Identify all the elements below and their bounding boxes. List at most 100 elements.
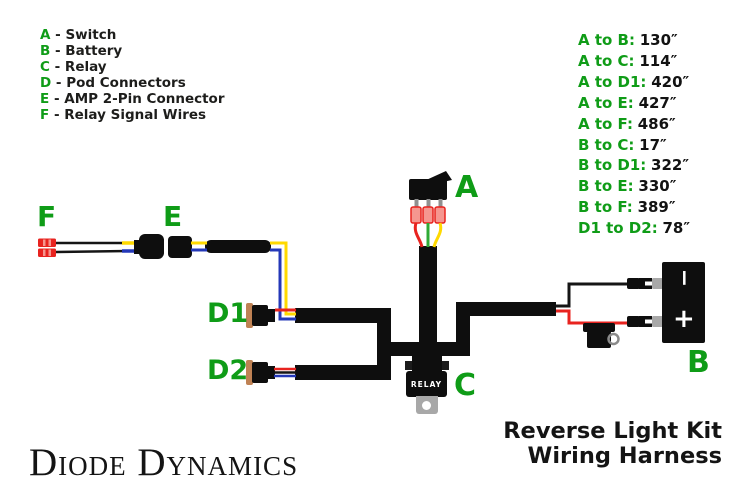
legend-letter: F — [40, 107, 50, 123]
spade-stripe — [43, 249, 46, 256]
diagram-title-line1: Reverse Light Kit — [503, 418, 722, 444]
battery-branch-loom — [456, 302, 556, 316]
legend-letter: A — [40, 27, 51, 43]
spade-terminal — [434, 206, 446, 224]
legend-text: - Relay — [54, 59, 107, 75]
legend-text: - Battery — [55, 43, 123, 59]
label-d2: D2 — [207, 355, 249, 386]
spade-terminal — [410, 206, 422, 224]
battery-stud-negative — [652, 278, 663, 289]
spade-stripe — [43, 239, 46, 246]
label-a: A — [455, 170, 479, 205]
amp-connector-half-left — [139, 234, 164, 259]
label-e: E — [163, 200, 183, 233]
legend-text: - Switch — [55, 27, 117, 43]
measurement-value: 114″ — [639, 51, 678, 70]
measurement-label: A to D1: — [578, 72, 647, 91]
measurement-row: B to E: 330″ — [578, 176, 690, 197]
legend-letter: B — [40, 43, 51, 59]
red-spade-terminal — [38, 238, 56, 247]
battery-wire-black — [556, 282, 628, 308]
measurement-value: 78″ — [662, 219, 691, 238]
measurement-value: 130″ — [639, 31, 678, 49]
switch-pin — [438, 199, 443, 209]
measurement-label: B to F: — [578, 198, 633, 217]
measurement-label: B to D1: — [578, 156, 647, 175]
label-f: F — [37, 200, 57, 233]
label-d1: D1 — [207, 298, 249, 329]
legend-item: D - Pod Connectors — [40, 75, 225, 91]
switch-pin — [426, 199, 431, 209]
legend-item: B - Battery — [40, 43, 225, 59]
measurement-value: 17″ — [639, 135, 667, 154]
d1-connector-nose — [266, 309, 275, 322]
measurement-value: 330″ — [638, 177, 677, 196]
relay-connector — [405, 356, 449, 372]
fork-prongs — [639, 278, 652, 289]
pod-branch-vertical-loom — [377, 308, 391, 380]
measurement-row: A to B: 130″ — [578, 30, 690, 51]
e-to-d1-wire-yellow — [270, 241, 296, 316]
fuse-pull-ring — [607, 332, 620, 346]
measurement-row: B to C: 17″ — [578, 135, 690, 156]
battery-plus-symbol: + — [673, 304, 695, 334]
spade-terminal — [422, 206, 434, 224]
switch-body — [409, 179, 447, 200]
relay-label: RELAY — [410, 379, 443, 389]
switch-assembly — [409, 171, 452, 248]
fork-body — [627, 278, 640, 289]
legend-letter: E — [40, 91, 50, 107]
fork-terminal-negative — [627, 278, 652, 289]
brand-logo: Diode Dynamics — [29, 441, 299, 484]
junction-bar-loom — [384, 342, 470, 356]
fuse-body — [587, 331, 611, 348]
measurement-row: A to F: 486″ — [578, 114, 690, 135]
measurement-label: B to C: — [578, 135, 635, 154]
d1-connector-body — [252, 305, 268, 326]
d2-loom — [295, 365, 390, 380]
battery-wiring — [556, 278, 663, 348]
measurement-label: A to E: — [578, 93, 634, 112]
measurement-value: 486″ — [637, 114, 676, 133]
relay-tab-hole — [422, 401, 431, 410]
spade-stripe — [48, 239, 51, 246]
legend-item: E - AMP 2-Pin Connector — [40, 91, 225, 107]
relay-connector-body — [412, 356, 442, 372]
relay-mounting-tab — [416, 396, 438, 414]
measurement-row: A to C: 114″ — [578, 51, 690, 72]
fork-body — [627, 316, 640, 327]
amp-connector-tab — [134, 240, 141, 254]
measurement-label: B to E: — [578, 177, 634, 196]
d1-connector-ring — [246, 303, 253, 328]
amp-connector — [134, 234, 207, 259]
d2-connector-ring — [246, 360, 253, 385]
d1-loom — [295, 308, 390, 323]
legend-item: F - Relay Signal Wires — [40, 107, 225, 123]
legend-item: C - Relay — [40, 59, 225, 75]
d1-pod-connector — [246, 303, 275, 328]
diagram-title-line2: Wiring Harness — [527, 442, 722, 469]
fuse-flange — [583, 323, 615, 332]
switch-wire-red — [413, 222, 424, 248]
battery-wire-red — [556, 309, 628, 325]
e-to-d1-wire-blue — [270, 248, 296, 321]
battery: − + — [662, 262, 705, 343]
measurement-label: A to F: — [578, 114, 633, 133]
legend-letter: D — [40, 75, 52, 91]
measurement-label: A to C: — [578, 51, 635, 70]
relay-signal-wires — [38, 238, 136, 257]
red-spade-terminal — [38, 248, 56, 257]
label-b: B — [687, 345, 710, 380]
battery-minus-symbol: − — [671, 268, 697, 288]
fork-prongs — [639, 316, 652, 327]
measurement-value: 389″ — [637, 198, 676, 217]
legend-text: - AMP 2-Pin Connector — [53, 91, 225, 107]
measurement-row: B to D1: 322″ — [578, 155, 690, 176]
d2-connector-body — [252, 362, 268, 383]
inline-fuse-holder — [583, 323, 620, 348]
battery-stud-positive — [652, 316, 663, 327]
measurement-label: D1 to D2: — [578, 219, 658, 238]
measurement-value: 322″ — [651, 156, 690, 175]
